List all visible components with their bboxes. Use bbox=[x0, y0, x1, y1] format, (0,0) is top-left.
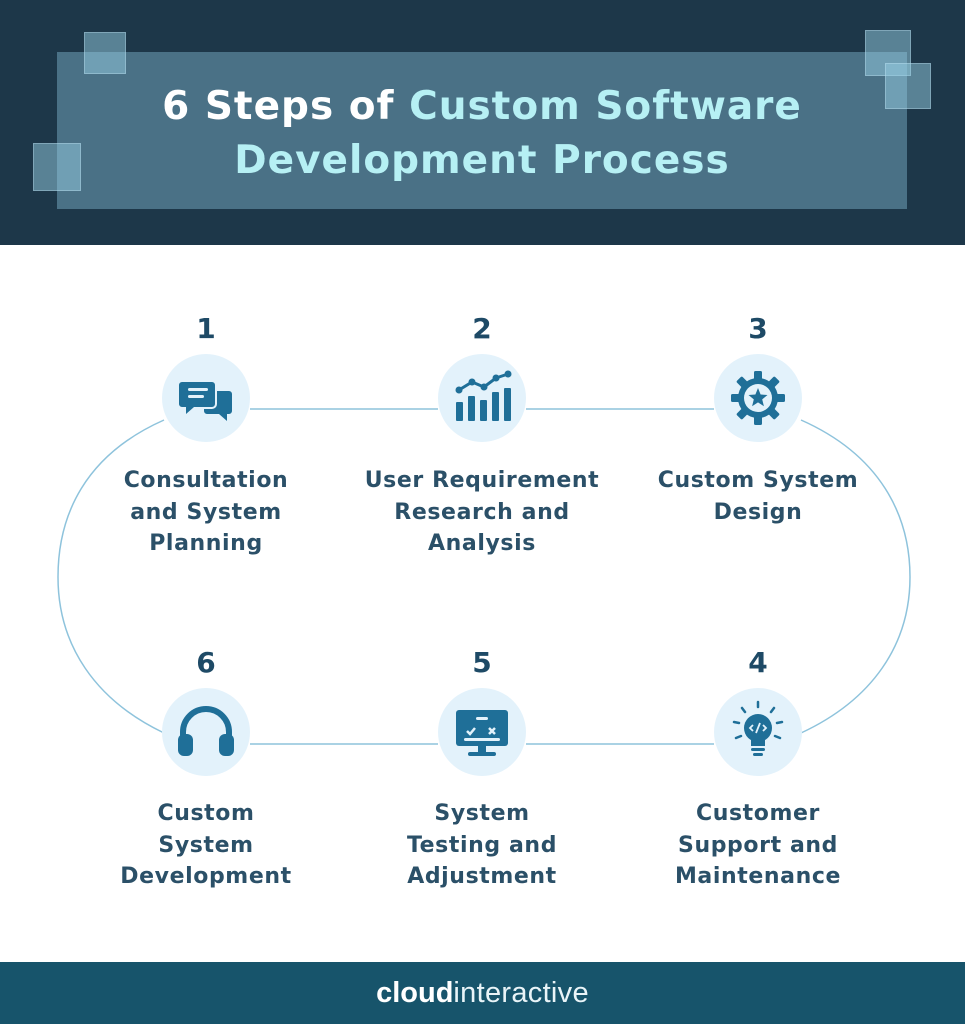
decorative-square bbox=[33, 143, 81, 191]
step-icon-circle-2 bbox=[438, 354, 526, 442]
step-label-4: Customer Support and Maintenance bbox=[674, 801, 842, 889]
step-label-1: Consultation and System Planning bbox=[123, 468, 289, 556]
step-icon-circle-6 bbox=[162, 688, 250, 776]
step-number-4: 4 bbox=[748, 646, 768, 679]
step-icon-circle-3 bbox=[714, 354, 802, 442]
step-number-3: 3 bbox=[748, 312, 768, 345]
gear-star-icon bbox=[731, 371, 785, 425]
step-icon-circle-5 bbox=[438, 688, 526, 776]
step-icon-circle-1 bbox=[162, 354, 250, 442]
step-number-6: 6 bbox=[196, 646, 216, 679]
decorative-square bbox=[885, 63, 931, 109]
title-part-accent: Custom Software bbox=[409, 84, 802, 129]
step-label-3: Custom System Design bbox=[657, 468, 859, 525]
title-part-white: 6 Steps of bbox=[162, 84, 410, 129]
headphones-icon bbox=[178, 706, 234, 756]
monitor-checklist-icon bbox=[456, 710, 508, 756]
step-number-5: 5 bbox=[472, 646, 492, 679]
lightbulb-code-icon bbox=[732, 700, 784, 756]
title-panel bbox=[57, 52, 907, 209]
decorative-square bbox=[84, 32, 126, 74]
step-number-2: 2 bbox=[472, 312, 492, 345]
step-icon-circle-4 bbox=[714, 688, 802, 776]
process-loop-line bbox=[57, 408, 911, 745]
logo-word-cloud: cloud bbox=[376, 977, 454, 1009]
step-label-5: System Testing and Adjustment bbox=[406, 801, 558, 889]
step-number-1: 1 bbox=[196, 312, 216, 345]
process-diagram: 1 Consultation and System Planning 2 Use… bbox=[0, 245, 965, 962]
logo-word-interactive: interactive bbox=[453, 977, 589, 1009]
title-part-accent-line2: Development Process bbox=[234, 138, 730, 183]
bar-chart-trend-icon bbox=[455, 370, 512, 421]
chat-bubbles-icon bbox=[179, 382, 232, 421]
footer-bar: cloudinteractive bbox=[0, 962, 965, 1024]
step-label-2: User Requirement Research and Analysis bbox=[364, 468, 600, 556]
step-label-6: Custom System Development bbox=[120, 801, 292, 889]
company-logo: cloudinteractive bbox=[0, 976, 965, 1010]
